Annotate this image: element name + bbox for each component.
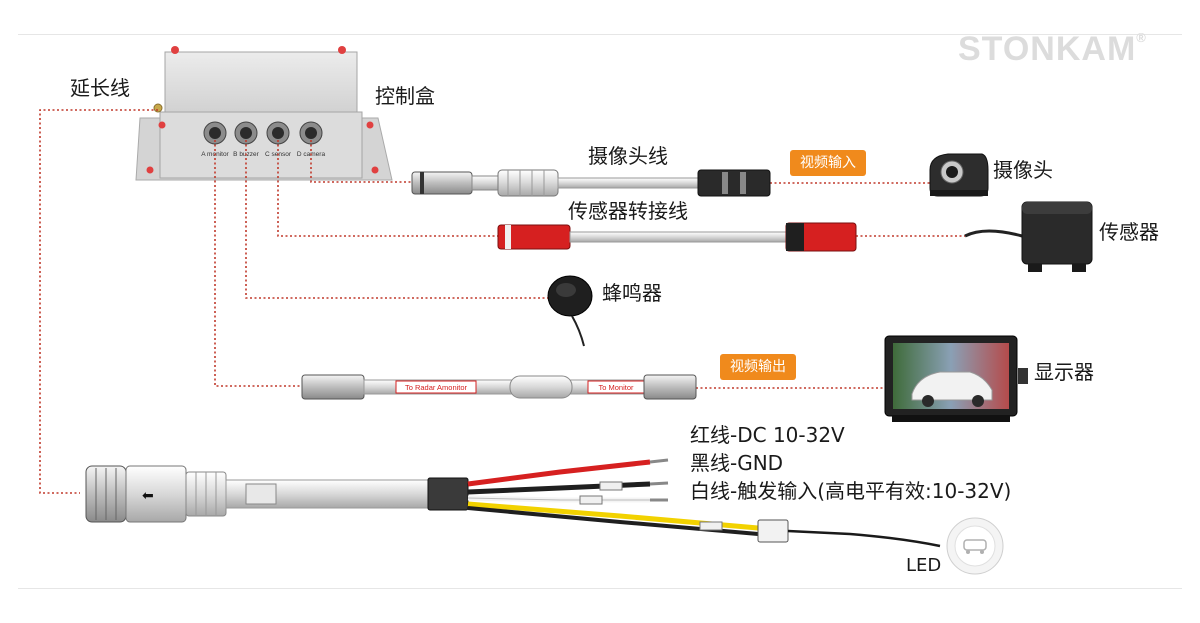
- led-label: LED: [906, 555, 942, 576]
- extension-line: [39, 109, 158, 494]
- to-monitor-tag: To Monitor: [598, 383, 634, 392]
- sensor-adapter-cable-label: 传感器转接线: [568, 199, 688, 223]
- black-wire-label: 黑线-GND: [690, 451, 784, 475]
- box-screw: [338, 46, 346, 54]
- port-a-monitor: [203, 121, 227, 145]
- monitor-cable: To Radar Amonitor To Monitor: [301, 374, 697, 400]
- monitor-label: 显示器: [1034, 360, 1094, 384]
- top-divider: [18, 34, 1182, 35]
- led-indicator: [946, 517, 1004, 575]
- power-cable: ⬅: [85, 458, 941, 548]
- port-d-camera: [299, 121, 323, 145]
- buzzer-line: [245, 140, 550, 299]
- arrow-icon: ⬅: [142, 488, 154, 504]
- camera-device: [929, 153, 989, 197]
- box-screw: [171, 46, 179, 54]
- camera-cable: [411, 169, 771, 197]
- port-b-buzzer: [234, 121, 258, 145]
- control-box: A monitor B buzzer C sensor D camera: [135, 46, 393, 181]
- sensor-device: [964, 201, 1093, 272]
- control-box-label: 控制盒: [375, 84, 435, 108]
- red-wire-label: 红线-DC 10-32V: [690, 423, 845, 447]
- white-wire-label: 白线-触发输入(高电平有效:10-32V): [690, 479, 1012, 503]
- monitor-device: [884, 335, 1028, 422]
- sensor-label: 传感器: [1099, 220, 1159, 244]
- connection-lines: [39, 109, 965, 494]
- video-output-badge: 视频输出: [720, 354, 796, 380]
- extension-cable-label: 延长线: [70, 76, 130, 100]
- brand-logo: STONKAM®: [958, 30, 1147, 68]
- bottom-divider: [18, 588, 1182, 589]
- video-input-badge: 视频输入: [790, 150, 866, 176]
- buzzer-label: 蜂鸣器: [602, 281, 662, 305]
- camera-cable-label: 摄像头线: [588, 144, 668, 168]
- camera-line: [310, 140, 412, 183]
- sensor-adapter-cable: [497, 222, 857, 252]
- port-c-sensor: [266, 121, 290, 145]
- camera-label: 摄像头: [993, 158, 1053, 182]
- buzzer-device: [547, 275, 593, 347]
- sensor-line: [277, 140, 498, 237]
- monitor-line: [214, 140, 302, 387]
- to-radar-tag: To Radar Amonitor: [405, 383, 468, 392]
